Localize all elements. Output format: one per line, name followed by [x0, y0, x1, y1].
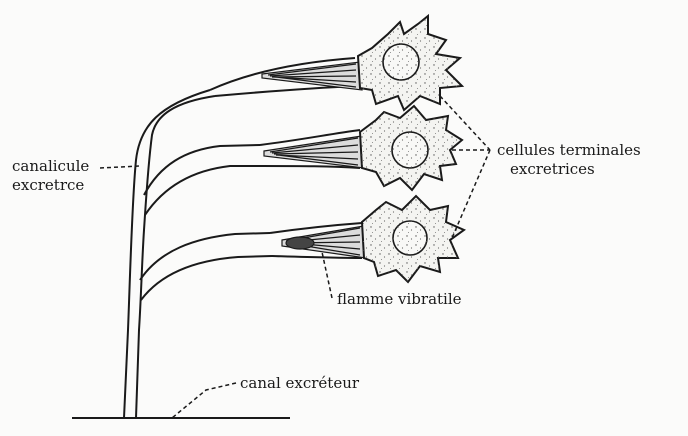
label-canal-excreteur: canal excréteur [240, 374, 359, 392]
label-canalicule: canalicule [12, 157, 89, 175]
label-canalicule-excretrce: excretrce [12, 176, 84, 194]
canal-excreteur-right-wall [136, 96, 215, 418]
canalicule-branch-middle-upper [144, 145, 260, 195]
leader-flamme [322, 252, 332, 298]
cell-middle [360, 106, 462, 190]
cell-bottom [362, 196, 464, 282]
leader-cellules-bottom [452, 150, 490, 238]
canalicule-branch-middle-lower [145, 166, 262, 215]
label-flamme-vibratile: flamme vibratile [337, 290, 462, 308]
canalicule-branch-lower-lower [141, 256, 272, 300]
cell-top [358, 16, 462, 110]
leader-canalicule [100, 166, 140, 168]
leader-canal [172, 383, 236, 418]
label-cellules-excretrices: excretrices [510, 160, 595, 178]
flame-tuft-middle [264, 136, 364, 168]
flame-tuft-top [262, 62, 362, 90]
label-cellules-terminales: cellules terminales [497, 141, 641, 159]
flame-tuft-bottom [282, 226, 366, 258]
